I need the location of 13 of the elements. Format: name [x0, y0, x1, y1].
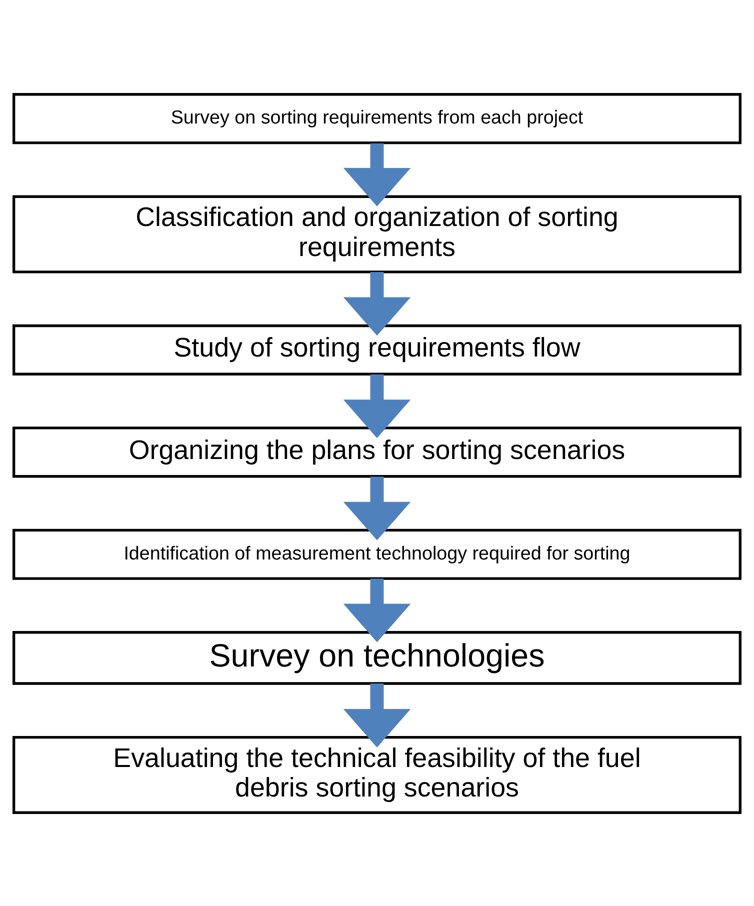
node-box: Organizing the plans for sorting scenarios	[12, 426, 742, 478]
arrow	[343, 683, 411, 747]
node-box: Evaluating the technical feasibility of the fuel debris sorting scenarios	[12, 735, 742, 814]
node-box: Study of sorting requirements flow	[12, 324, 742, 375]
node-box: Classification and organization of sorting requirements	[12, 194, 742, 273]
arrow	[343, 142, 411, 206]
arrow	[343, 476, 411, 540]
node-box: Identification of measurement technology required for sorting	[12, 528, 742, 580]
arrow	[343, 271, 411, 336]
node-box: Survey on technologies	[12, 630, 742, 684]
node-box: Survey on sorting requirements from each project	[12, 92, 742, 144]
arrow	[343, 578, 411, 642]
arrow	[343, 374, 411, 438]
